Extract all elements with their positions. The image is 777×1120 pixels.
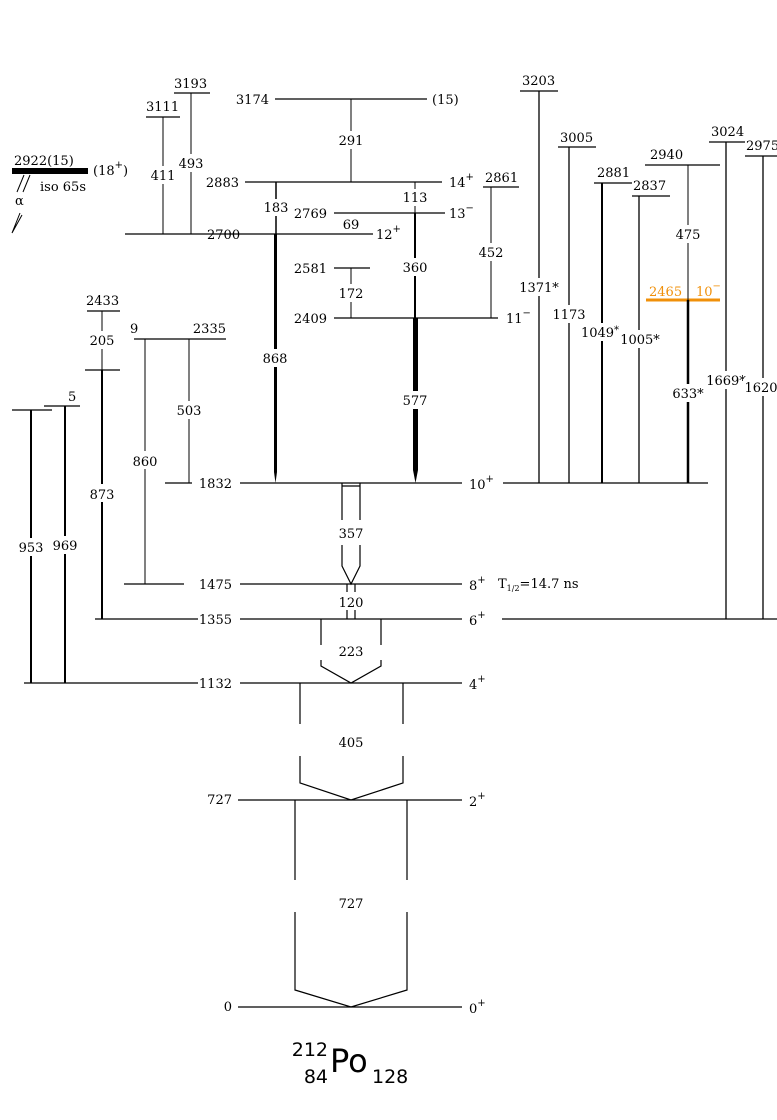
isomer-halflife-label: iso 65s xyxy=(40,180,86,195)
alpha-decay-arrow xyxy=(11,174,31,234)
gamma-577-label: 577 xyxy=(403,394,428,409)
spin-14: 14+ xyxy=(449,172,474,191)
gamma-1005-label: 1005* xyxy=(620,333,660,348)
gamma-1049-label: 1049* xyxy=(581,325,619,341)
nucleus-mass-number: 212 xyxy=(292,1039,328,1061)
level-2883-energy: 2883 xyxy=(206,176,239,191)
level-1475-energy: 1475 xyxy=(199,578,232,593)
gamma-953-label: 953 xyxy=(19,541,44,556)
spin-2465: 10− xyxy=(696,281,721,300)
level-3005-energy: 3005 xyxy=(560,131,593,146)
level-0-energy: 0 xyxy=(224,1000,232,1015)
level-1355-energy: 1355 xyxy=(199,613,232,628)
gamma-452-label: 452 xyxy=(479,246,504,261)
gamma-113-label: 113 xyxy=(403,191,428,206)
level-2409-energy: 2409 xyxy=(294,312,327,327)
gamma-69-label: 69 xyxy=(343,218,360,233)
gamma-860-label: 860 xyxy=(133,455,158,470)
gamma-1371-label: 1371* xyxy=(519,281,559,296)
level-3111-energy: 3111 xyxy=(146,100,179,115)
transition-727-arrow xyxy=(294,800,408,1008)
spin-4: 4+ xyxy=(469,674,486,693)
spin-18: (18+) xyxy=(93,160,128,179)
spin-6: 6+ xyxy=(469,610,486,629)
level-2861-energy: 2861 xyxy=(485,171,518,186)
level-1832-energy: 1832 xyxy=(199,477,232,492)
level-2700-energy: 2700 xyxy=(207,228,240,243)
gamma-357-label: 357 xyxy=(339,527,364,542)
gamma-1173-label: 1173 xyxy=(552,308,585,323)
gamma-503-label: 503 xyxy=(177,404,202,419)
transition-405-arrow xyxy=(299,683,404,801)
spin-15: (15) xyxy=(432,93,459,108)
gamma-120-label: 120 xyxy=(339,596,364,611)
level-2769-energy: 2769 xyxy=(294,207,327,222)
gamma-493-label: 493 xyxy=(179,157,204,172)
level-2975-energy: 2975 xyxy=(746,139,777,154)
level-727-energy: 727 xyxy=(207,793,232,808)
nucleus-symbol: Po xyxy=(330,1042,368,1080)
gamma-475-label: 475 xyxy=(676,228,701,243)
gamma-873-label: 873 xyxy=(90,488,115,503)
gamma-291-label: 291 xyxy=(339,134,364,149)
gamma-868-label: 868 xyxy=(263,352,288,367)
gamma-labels: 727 405 223 120 357 577 868 360 172 113 … xyxy=(18,131,777,912)
level-3203-energy: 3203 xyxy=(522,74,555,89)
level-1132-energy: 1132 xyxy=(199,677,232,692)
nucleus-neutron-number: 128 xyxy=(372,1066,408,1088)
level-2465-energy: 2465 xyxy=(649,285,682,300)
level-2433-energy: 2433 xyxy=(86,294,119,309)
gamma-1669-label: 1669* xyxy=(706,374,746,389)
spin-13: 13− xyxy=(449,203,474,222)
level-5-energy: 5 xyxy=(68,390,76,405)
gamma-172-label: 172 xyxy=(339,287,364,302)
spin-10: 10+ xyxy=(469,474,494,493)
level-2881-energy: 2881 xyxy=(597,166,630,181)
gamma-633-label: 633* xyxy=(672,387,704,402)
level-2581-energy: 2581 xyxy=(294,262,327,277)
gamma-223-label: 223 xyxy=(339,645,364,660)
gamma-969-label: 969 xyxy=(53,539,78,554)
gamma-727-label: 727 xyxy=(339,897,364,912)
gamma-1620-label: 1620 xyxy=(744,381,777,396)
transition-223-arrow xyxy=(320,619,382,684)
transition-357-arrow xyxy=(341,483,361,586)
level-2837-energy: 2837 xyxy=(633,179,666,194)
nucleus-proton-number: 84 xyxy=(304,1066,328,1088)
level-2940-energy: 2940 xyxy=(650,148,683,163)
spin-12: 12+ xyxy=(376,224,401,243)
nucleus-label: 212 84 Po 128 xyxy=(292,1039,409,1088)
level-3193-energy: 3193 xyxy=(174,77,207,92)
transition-120-arrow xyxy=(346,584,356,619)
gamma-405-label: 405 xyxy=(339,736,364,751)
level-3024-energy: 3024 xyxy=(711,125,744,140)
gamma-411-label: 411 xyxy=(151,169,176,184)
gamma-205-label: 205 xyxy=(90,334,115,349)
spin-2: 2+ xyxy=(469,791,486,810)
level-9-energy: 9 xyxy=(130,322,138,337)
spin-11: 11− xyxy=(506,308,531,327)
alpha-label: α xyxy=(15,194,24,209)
spin-0: 0+ xyxy=(469,998,486,1017)
spin-8: 8+ xyxy=(469,575,486,594)
gamma-183-label: 183 xyxy=(264,201,289,216)
level-2922-energy: 2922(15) xyxy=(14,154,74,169)
level-2335-energy: 2335 xyxy=(193,322,226,337)
half-life-label: T1/2=14.7 ns xyxy=(498,577,579,593)
level-3174-energy: 3174 xyxy=(236,93,269,108)
gamma-360-label: 360 xyxy=(403,261,428,276)
